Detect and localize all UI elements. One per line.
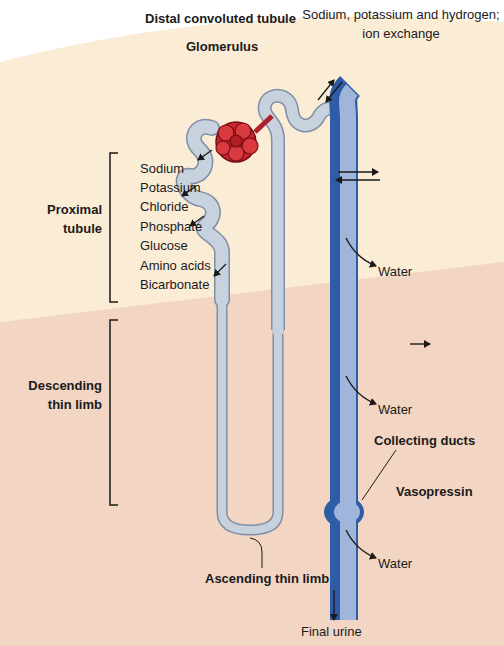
solute-label: Phosphate <box>140 217 202 236</box>
part-label: Distal convoluted tubule <box>145 9 296 28</box>
solute-label: Chloride <box>140 197 188 216</box>
hormone-label: Vasopressin <box>396 482 473 501</box>
flow-arrow <box>410 343 430 344</box>
capillary-loop <box>216 141 230 155</box>
water-label: Water <box>378 554 412 573</box>
cortex-region <box>0 16 504 646</box>
water-arrow <box>346 238 376 266</box>
solute-label: Potassium <box>140 178 201 197</box>
solute-label: Sodium <box>140 159 184 178</box>
section-label: Descending thin limb <box>14 376 102 414</box>
solute-label: Glucose <box>140 236 188 255</box>
part-label: Ascending thin limb <box>205 569 329 588</box>
exchange-arrow <box>326 82 342 102</box>
solute-label: Bicarbonate <box>140 275 209 294</box>
glomerular-vessel <box>255 116 272 132</box>
bracket <box>110 320 118 505</box>
reabsorption-arrow <box>214 264 226 276</box>
leader-line <box>250 538 262 568</box>
medulla-region <box>0 262 504 646</box>
reabsorption-arrow <box>198 150 212 160</box>
collecting-duct-bulge-lumen <box>334 501 360 523</box>
water-label: Water <box>378 400 412 419</box>
output-label: Final urine <box>301 622 362 641</box>
part-label: Glomerulus <box>186 37 258 56</box>
part-label: Collecting ducts <box>374 431 475 450</box>
exchange-arrow <box>318 80 334 100</box>
leader-line <box>362 450 396 500</box>
water-arrow <box>346 376 376 404</box>
exchange-arrow <box>336 179 380 180</box>
bracket <box>110 153 118 302</box>
section-label: Proximal tubule <box>36 200 102 238</box>
water-arrow <box>346 530 376 558</box>
solute-label: Amino acids <box>140 256 211 275</box>
thin-limb-outline <box>222 300 278 530</box>
water-label: Water <box>378 262 412 281</box>
urine-arrow <box>333 590 334 620</box>
distal-tubule <box>265 96 334 334</box>
glomerulus-symbol <box>216 122 258 162</box>
collecting-duct-lumen <box>347 90 352 620</box>
thin-limb <box>222 296 278 530</box>
exchange-arrow <box>338 171 378 172</box>
process-note: Sodium, potassium and hydrogen; ion exch… <box>298 5 504 43</box>
capillary-loop <box>230 135 242 147</box>
